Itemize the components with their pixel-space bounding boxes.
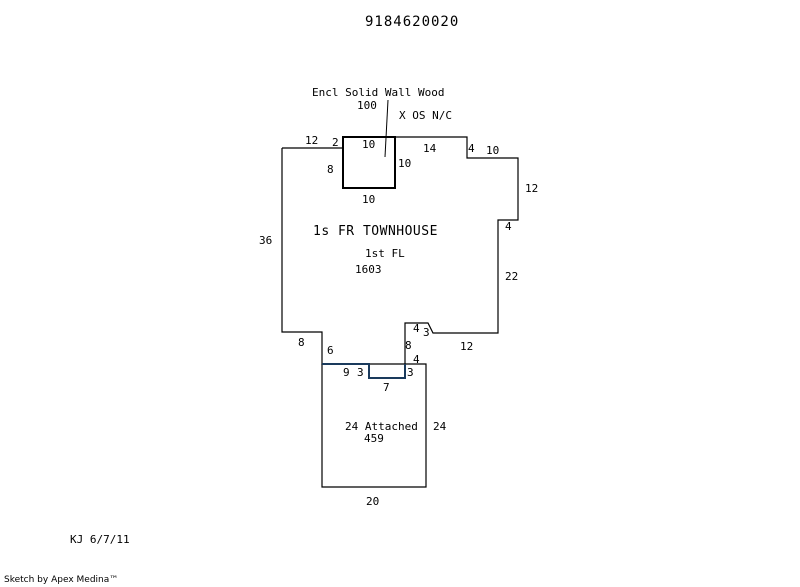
- dim-label: 8: [327, 163, 334, 176]
- dim-label: 4: [505, 220, 512, 233]
- main-floor: 1st FL: [365, 247, 405, 260]
- garage-label: 24 Attached: [345, 420, 418, 433]
- initials-date: KJ 6/7/11: [70, 533, 130, 546]
- sketch-credit: Sketch by Apex Medina™: [4, 575, 119, 585]
- encl-area: 100: [357, 99, 377, 112]
- dim-label: 3: [407, 366, 414, 379]
- dim-label: 4: [413, 353, 420, 366]
- garage-area: 459: [364, 432, 384, 445]
- dim-label: 8: [405, 339, 412, 352]
- xos-label: X OS N/C: [399, 109, 452, 122]
- main-house-outline: [281, 136, 519, 365]
- garage-outline: [321, 363, 427, 488]
- dim-label: 10: [362, 138, 376, 151]
- dim-label: 6: [327, 344, 334, 357]
- encl-label: Encl Solid Wall Wood: [312, 86, 445, 99]
- dim-label: 3: [423, 326, 430, 339]
- dim-label: 36: [259, 234, 273, 247]
- parcel-id: 9184620020: [365, 14, 460, 30]
- garage-notch: [322, 363, 406, 379]
- dim-label: 12: [460, 340, 474, 353]
- dim-label: 20: [366, 495, 380, 508]
- dim-label: 4: [413, 322, 420, 335]
- dim-label: 8: [298, 336, 305, 349]
- dim-label: 12: [525, 182, 539, 195]
- dim-label: 10: [362, 193, 376, 206]
- dim-label: 2: [332, 136, 339, 149]
- callout-leader-line: [384, 99, 389, 158]
- dim-label: 4: [468, 142, 475, 155]
- dim-label: 12: [305, 134, 319, 147]
- dim-label: 3: [357, 366, 364, 379]
- dim-label: 10: [486, 144, 500, 157]
- main-title: 1s FR TOWNHOUSE: [313, 224, 438, 239]
- dim-label: 10: [398, 157, 412, 170]
- dim-label: 14: [423, 142, 437, 155]
- dim-label: 7: [383, 381, 390, 394]
- dim-label: 24: [433, 420, 447, 433]
- dim-label: 9: [343, 366, 350, 379]
- dim-label: 22: [505, 270, 519, 283]
- main-area: 1603: [355, 263, 382, 276]
- enclosed-wall-box: [342, 136, 396, 189]
